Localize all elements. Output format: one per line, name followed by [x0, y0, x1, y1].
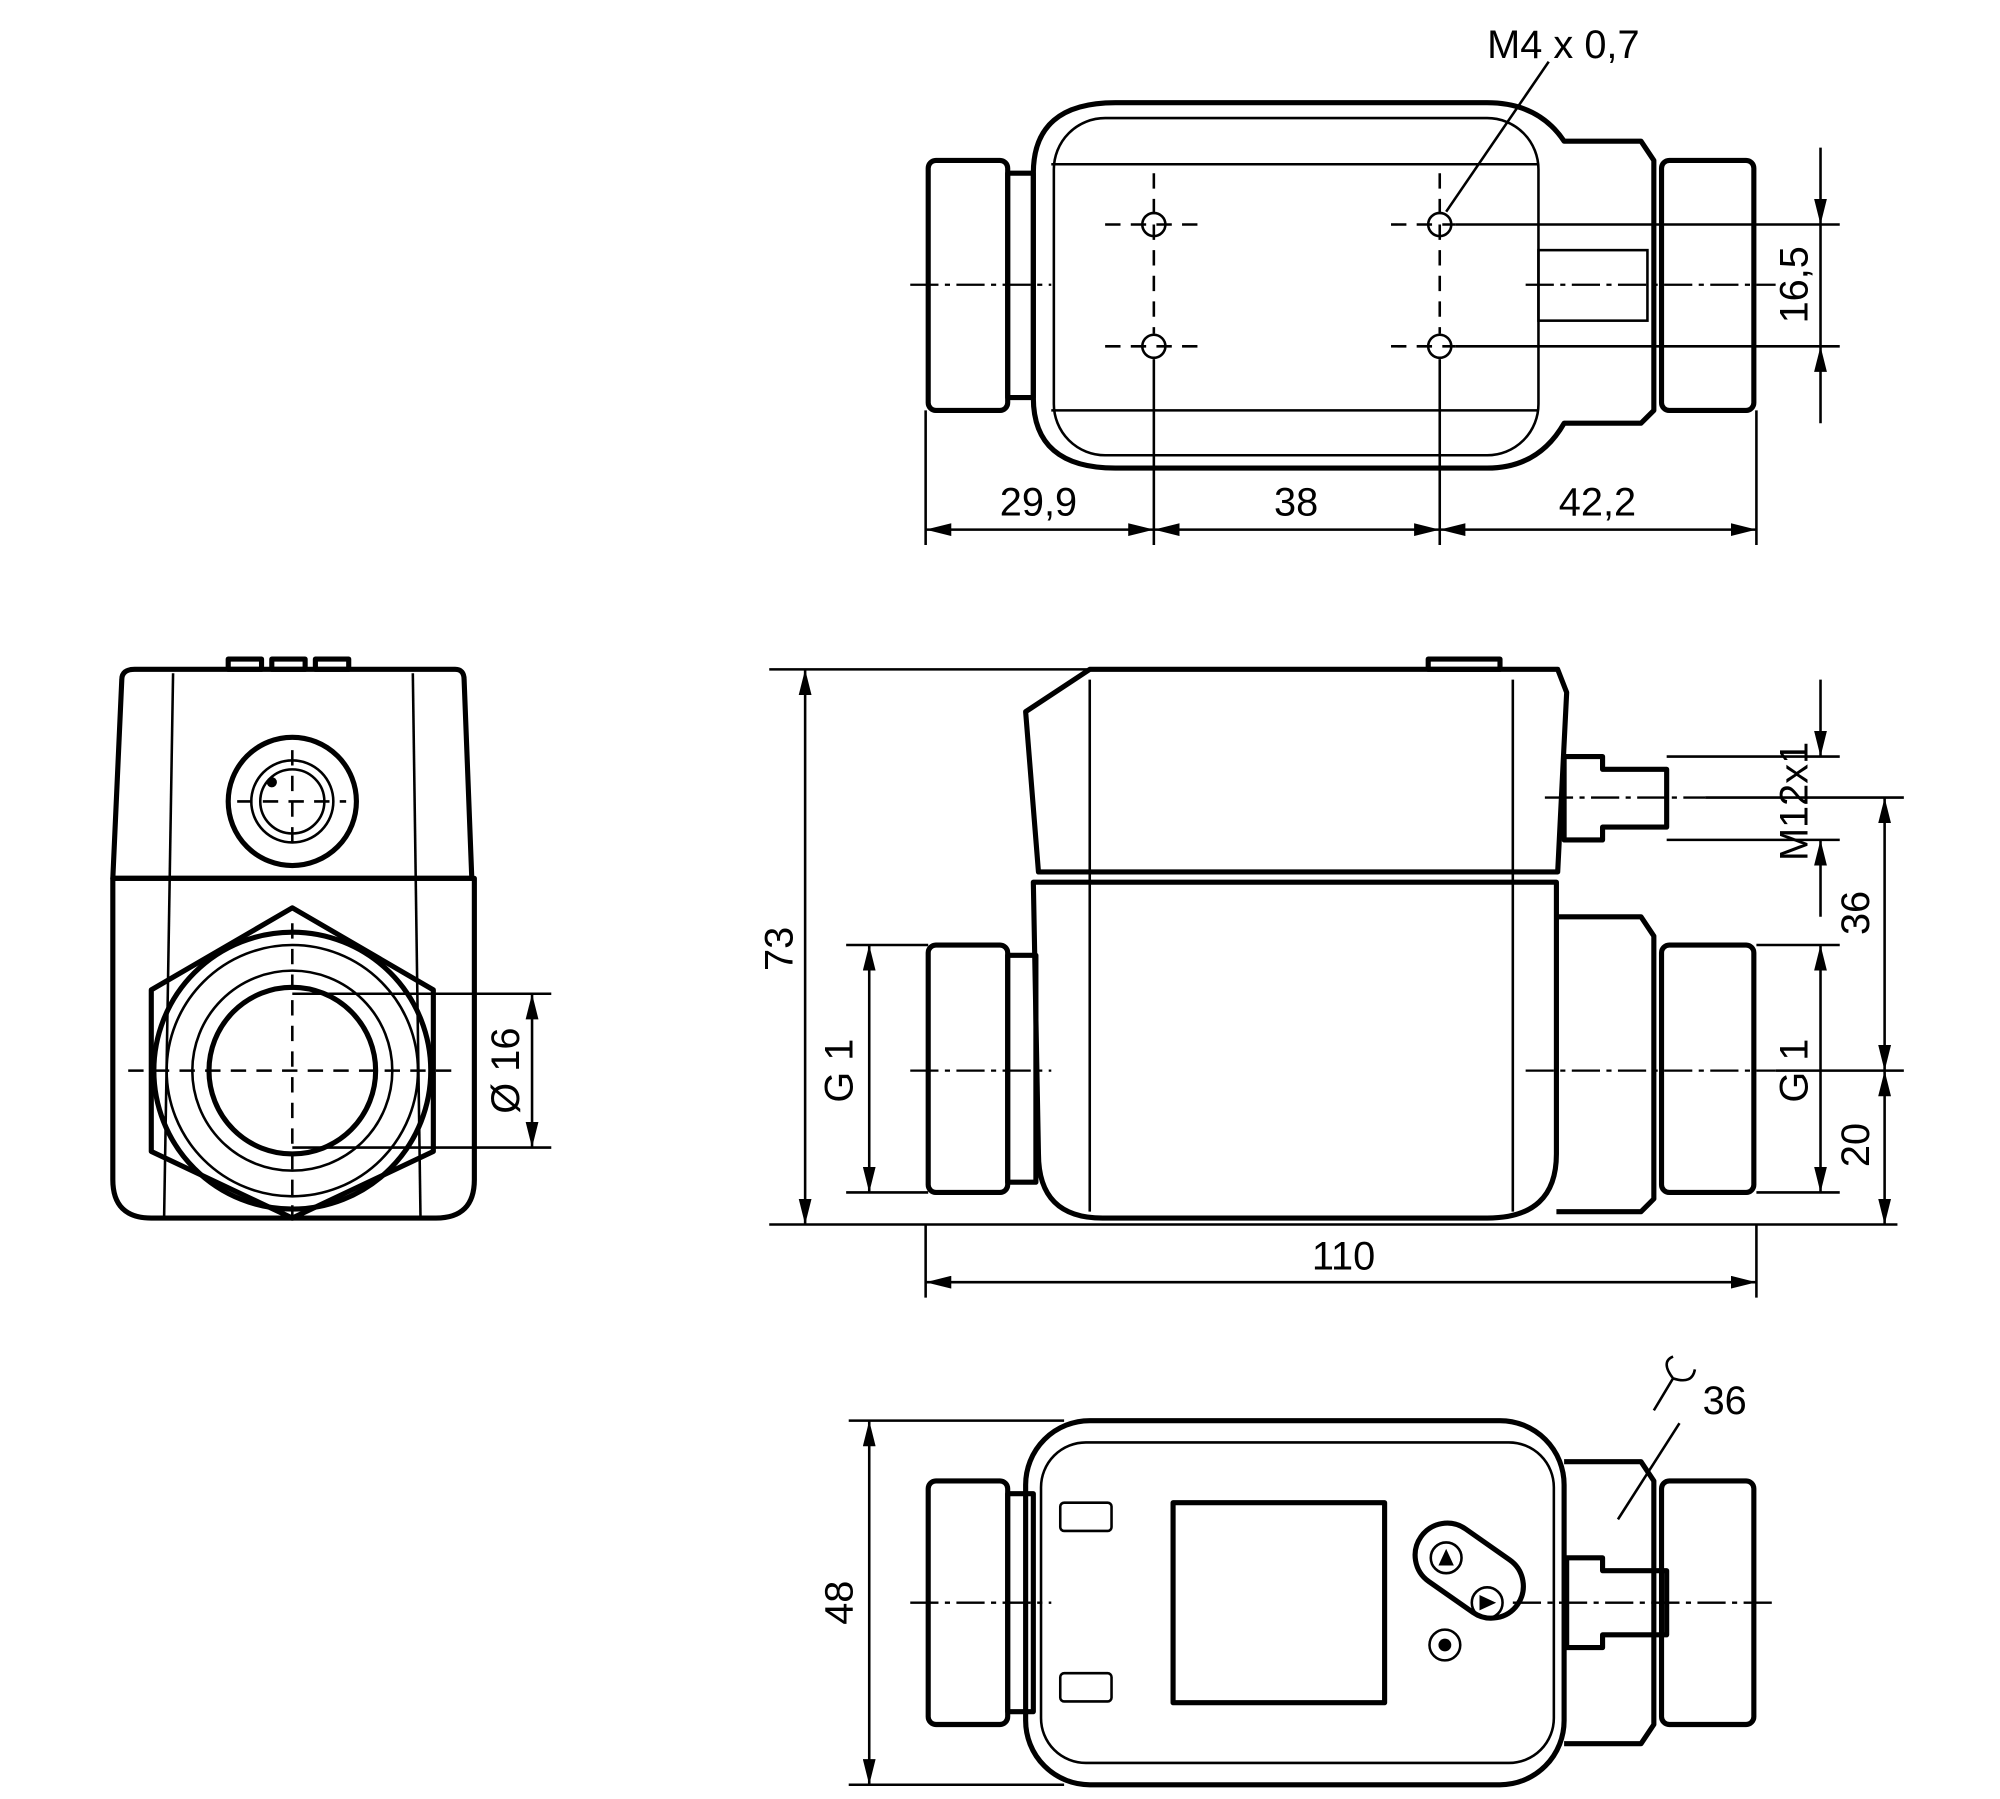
dim-20: 20: [1834, 1123, 1878, 1167]
side-view: 73 G 1 G 1 M12x1 36 20 110: [757, 656, 1904, 1298]
dim-38: 38: [1274, 481, 1318, 525]
wrench-icon: [1652, 1355, 1697, 1412]
dim-48: 48: [818, 1581, 862, 1625]
mounting-holes: [1105, 173, 1456, 360]
dim-42-2: 42,2: [1559, 481, 1636, 525]
thread-g1-left: G 1: [818, 1039, 862, 1103]
dim-36-height: 36: [1834, 891, 1878, 935]
top-view: M4 x 0,7 29,9 38 42,2 16,5: [910, 23, 1840, 546]
dim-110: 110: [1312, 1234, 1375, 1278]
thread-m12x1: M12x1: [1773, 742, 1817, 861]
end-view: Ø 16: [110, 656, 552, 1225]
dim-29-9: 29,9: [1000, 481, 1077, 525]
dim-16-5: 16,5: [1773, 246, 1817, 323]
wrench-size-36: 36: [1703, 1379, 1747, 1423]
thread-callout-m4: M4 x 0,7: [1487, 23, 1639, 67]
dim-73: 73: [757, 927, 801, 971]
button-panel: [1412, 1520, 1526, 1662]
bottom-view: 36 48: [818, 1355, 1776, 1788]
dim-bore-16: Ø 16: [484, 1028, 528, 1114]
